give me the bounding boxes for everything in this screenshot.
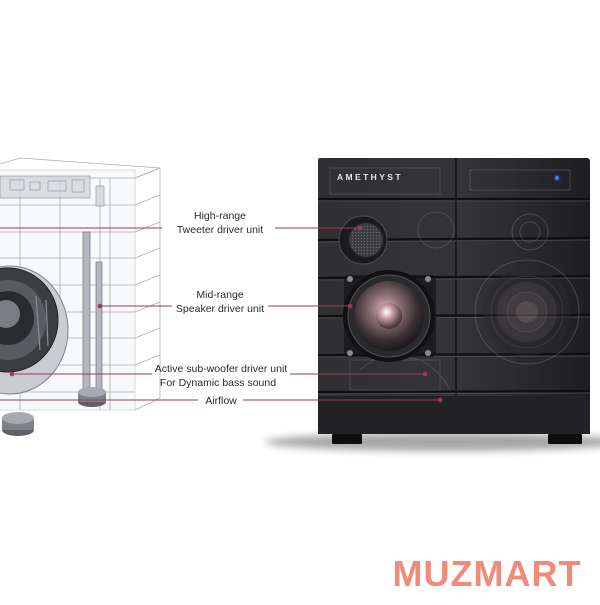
- xray-speaker: [0, 157, 161, 436]
- xray-mid-driver-icon: [0, 265, 69, 395]
- callout-leaders: [0, 225, 443, 403]
- callout-subwoofer-subtitle: For Dynamic bass sound: [160, 377, 276, 389]
- brand-label: AMETHYST: [337, 172, 403, 182]
- callout-tweeter-subtitle: Tweeter driver unit: [177, 224, 263, 236]
- callout-tweeter-title: High-range: [194, 210, 246, 222]
- mid-driver-icon: [343, 270, 436, 362]
- tweeter-driver-icon: [338, 215, 388, 265]
- watermark-logo: MUZMART: [393, 553, 582, 594]
- speaker-foot-icon: [332, 434, 582, 444]
- power-led-icon: [553, 174, 561, 182]
- callout-mid-title: Mid-range: [196, 289, 243, 301]
- speaker-cabinet: AMETHYST: [265, 158, 600, 451]
- callout-airflow-title: Airflow: [205, 395, 237, 407]
- callout-subwoofer-title: Active sub-woofer driver unit: [155, 363, 288, 375]
- callout-mid-subtitle: Speaker driver unit: [176, 303, 264, 315]
